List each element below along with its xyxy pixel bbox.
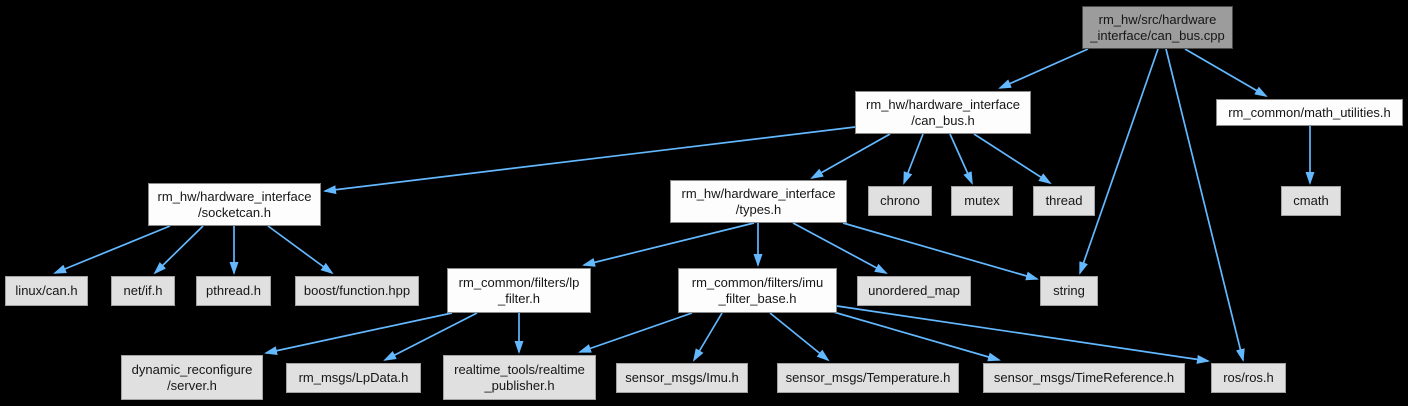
node-label: rm_common/math_utilities.h (1228, 104, 1391, 120)
node-label: sensor_msgs/Temperature.h (785, 370, 951, 386)
edge-can_bus_h-to-types_h (810, 133, 891, 179)
node-label: realtime_tools/realtime _publisher.h (454, 361, 585, 393)
node-boost_function_hpp: boost/function.hpp (295, 276, 419, 306)
node-label: thread (1045, 193, 1083, 209)
edge-imu_filter_base_h-to-sensor_msgs_temperature_h (769, 312, 830, 362)
node-sensor_msgs_timereference_h: sensor_msgs/TimeReference.h (983, 363, 1185, 393)
edge-can_bus_h-to-mutex (949, 133, 973, 185)
edge-lp_filter_h-to-dynamic_reconfigure_server_h (264, 312, 453, 356)
edge-types_h-to-lp_filter_h (582, 222, 755, 267)
node-cmath: cmath (1281, 186, 1341, 216)
node-label: rm_common/filters/lp _filter.h (458, 274, 580, 306)
node-label: mutex (964, 193, 1000, 209)
node-label: sensor_msgs/TimeReference.h (993, 370, 1175, 386)
node-linux_can_h: linux/can.h (5, 276, 88, 306)
edge-socketcan_h-to-boost_function_hpp (267, 225, 334, 275)
node-mutex: mutex (951, 186, 1013, 216)
edge-can_bus_h-to-chrono (903, 133, 924, 185)
node-chrono: chrono (868, 186, 932, 216)
node-label: pthread.h (206, 283, 261, 299)
node-label: rm_hw/hardware_interface /types.h (681, 185, 836, 217)
node-label: net/if.h (123, 283, 163, 299)
node-label: string (1053, 283, 1085, 299)
node-label: rm_msgs/LpData.h (298, 370, 409, 386)
edge-can_bus_cpp-to-ros_ros_h (1165, 48, 1245, 362)
node-sensor_msgs_imu_h: sensor_msgs/Imu.h (616, 363, 748, 393)
node-label: chrono (880, 193, 920, 209)
node-pthread_h: pthread.h (196, 276, 271, 306)
node-label: sensor_msgs/Imu.h (625, 370, 739, 386)
node-net_if_h: net/if.h (111, 276, 175, 306)
node-dynamic_reconfigure_server_h: dynamic_reconfigure /server.h (121, 355, 263, 400)
edge-imu_filter_base_h-to-realtime_publisher_h (578, 312, 693, 353)
node-types_h[interactable]: rm_hw/hardware_interface /types.h (670, 180, 847, 223)
edge-imu_filter_base_h-to-sensor_msgs_imu_h (692, 312, 723, 362)
node-math_utilities_h[interactable]: rm_common/math_utilities.h (1216, 99, 1403, 126)
node-label: rm_common/filters/imu _filter_base.h (691, 274, 824, 306)
node-label: cmath (1293, 193, 1329, 209)
node-realtime_publisher_h: realtime_tools/realtime _publisher.h (443, 355, 596, 400)
edge-can_bus_h-to-socketcan_h (323, 126, 856, 195)
edge-can_bus_cpp-to-math_utilities_h (1184, 48, 1268, 98)
node-imu_filter_base_h[interactable]: rm_common/filters/imu _filter_base.h (678, 268, 837, 313)
node-label: unordered_map (868, 283, 960, 299)
node-thread: thread (1033, 186, 1095, 216)
node-label: rm_hw/hardware_interface /can_bus.h (866, 96, 1020, 128)
node-lp_filter_h[interactable]: rm_common/filters/lp _filter.h (447, 268, 591, 313)
node-can_bus_cpp: rm_hw/src/hardware _interface/can_bus.cp… (1082, 6, 1233, 49)
node-ros_ros_h: ros/ros.h (1211, 363, 1286, 393)
edge-imu_filter_base_h-to-sensor_msgs_timereference_h (829, 310, 1001, 362)
edge-imu_filter_base_h-to-ros_ros_h (836, 305, 1210, 364)
node-label: linux/can.h (15, 283, 78, 299)
edge-types_h-to-string (842, 222, 1039, 281)
node-label: ros/ros.h (1223, 370, 1274, 386)
node-label: dynamic_reconfigure /server.h (131, 361, 253, 393)
edge-types_h-to-unordered_map (792, 222, 888, 274)
node-rm_msgs_lpdata_h: rm_msgs/LpData.h (286, 363, 421, 393)
node-string: string (1040, 276, 1098, 306)
edge-lp_filter_h-to-rm_msgs_lpdata_h (383, 312, 478, 361)
edge-can_bus_cpp-to-string (1079, 48, 1159, 275)
node-label: rm_hw/hardware_interface /socketcan.h (157, 188, 312, 220)
edge-socketcan_h-to-linux_can_h (53, 225, 171, 274)
edge-can_bus_h-to-thread (973, 133, 1052, 185)
node-sensor_msgs_temperature_h: sensor_msgs/Temperature.h (777, 363, 959, 393)
node-unordered_map: unordered_map (857, 276, 971, 306)
edge-can_bus_cpp-to-can_bus_h (998, 48, 1089, 89)
node-label: boost/function.hpp (303, 283, 411, 299)
node-label: rm_hw/src/hardware _interface/can_bus.cp… (1090, 11, 1225, 43)
edge-socketcan_h-to-net_if_h (153, 225, 204, 275)
node-can_bus_h[interactable]: rm_hw/hardware_interface /can_bus.h (855, 91, 1031, 134)
node-socketcan_h[interactable]: rm_hw/hardware_interface /socketcan.h (148, 183, 321, 226)
